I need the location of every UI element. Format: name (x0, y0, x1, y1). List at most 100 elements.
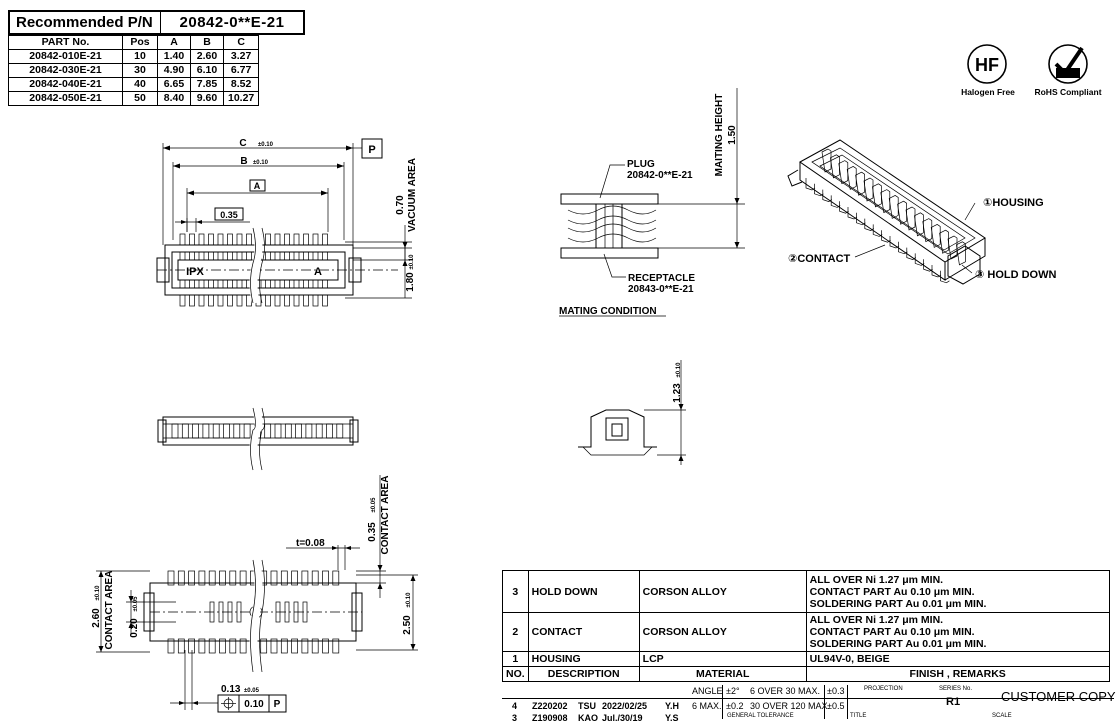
side-pin (305, 423, 313, 439)
bottom-pin (198, 294, 205, 307)
plug-plate (560, 193, 659, 205)
pad-top (198, 570, 206, 586)
side-view-long (157, 407, 359, 471)
isometric-connector: ①HOUSING ②CONTACT ③ HOLD DOWN (787, 139, 1056, 285)
iso-contact-b (931, 265, 942, 278)
side-pin (315, 423, 323, 439)
dim-b-tol: ±0.10 (253, 160, 269, 166)
mating-caption: MATING CONDITION (559, 306, 657, 317)
tol1-range: 6 OVER 30 MAX. (750, 686, 821, 696)
contact-slot (208, 251, 214, 261)
contact-slot (284, 251, 290, 261)
cell: 8.40 (157, 91, 191, 106)
dim-a-label: A (254, 181, 261, 191)
materials-table: 3 HOLD DOWN CORSON ALLOY ALL OVER Ni 1.2… (502, 570, 1110, 682)
cell: 4.90 (157, 63, 191, 78)
mat-material: LCP (638, 651, 807, 667)
pad-top (188, 570, 195, 586)
contact-slot (274, 251, 281, 261)
top-pin (179, 233, 186, 246)
general-tolerance: GENERAL TOLERANCE (727, 713, 794, 719)
recommended-pn-value: 20842-0**E-21 (179, 14, 285, 31)
iso-contact-a (956, 241, 966, 266)
bottom-pin (179, 294, 186, 307)
left-dim-tol: ±0.10 (95, 585, 101, 601)
iso-contact-a (855, 171, 865, 196)
iso-contact-b (906, 247, 916, 260)
pad-top (280, 570, 288, 586)
marking-ipx: IPX (186, 266, 204, 278)
mat-finish: ALL OVER Ni 1.27 μm MIN. CONTACT PART Au… (805, 612, 1110, 652)
datum-p-box (361, 138, 383, 159)
cell: 6.77 (222, 63, 260, 78)
mat-material: CORSON ALLOY (638, 570, 807, 613)
iso-contact-b (847, 207, 858, 220)
top-view: C ±0.10 P B ±0.10 A 0.35 IPX A (156, 138, 418, 307)
pad-top (291, 570, 298, 586)
iso-contact-b (881, 230, 891, 243)
fcf-value: 0.10 (244, 699, 264, 710)
rohs-badge: RoHS Compliant (1034, 44, 1102, 97)
side-pin (202, 423, 210, 439)
header-no: NO. (502, 666, 529, 682)
bottom-slot (209, 601, 215, 623)
contact-slot (189, 279, 195, 289)
contact-slot (227, 251, 233, 261)
materials-header: NO. DESCRIPTION MATERIAL FINISH , REMARK… (502, 666, 1110, 682)
top-pin (227, 233, 233, 246)
side-pin (336, 423, 344, 439)
rev4-by: TSU (578, 701, 596, 711)
rev3-chk: Y.S (665, 713, 679, 723)
pad-top (219, 570, 226, 586)
iso-contact-a (863, 177, 874, 202)
tol3-range: 30 OVER 120 MAX. (750, 701, 831, 711)
side-pin (233, 423, 241, 439)
contact-slot (322, 279, 328, 289)
contact-slot (312, 251, 319, 261)
finish-line: SOLDERING PART Au 0.01 μm MIN. (809, 638, 987, 650)
left-contact-label: CONTACT AREA (104, 571, 115, 650)
material-row-2: 2 CONTACT CORSON ALLOY ALL OVER Ni 1.27 … (502, 612, 1110, 652)
bottom-pin (265, 294, 271, 307)
fcf-datum: P (274, 699, 281, 710)
iso-contact-b (889, 236, 900, 249)
revision-block: ANGLE ±2° 6 OVER 30 MAX. ±0.3 PROJECTION… (502, 685, 1116, 723)
dim-b-label: B (240, 156, 247, 167)
hf-symbol: HF (975, 55, 999, 75)
rev3-date: Jul./30/19 (602, 713, 643, 723)
bottom-pin (293, 294, 300, 307)
bottom-slot (227, 601, 233, 623)
bottom-pin (303, 294, 309, 307)
top-pin (293, 233, 300, 246)
contact-slot (217, 279, 224, 289)
receptacle-label: RECEPTACLE (628, 273, 695, 284)
table-row: 20842-040E-21 40 6.65 7.85 8.52 (8, 77, 260, 92)
iso-contact-a (846, 165, 857, 190)
tol2-range: 6 MAX. (692, 701, 722, 711)
side-pin (171, 423, 179, 439)
plug-label: PLUG (627, 159, 655, 170)
contact-slot (293, 251, 300, 261)
datum-p-label: P (368, 144, 375, 156)
width-tol: ±0.10 (409, 254, 415, 270)
contact-slot (208, 279, 214, 289)
side-view-short: 1.23 ±0.10 (578, 360, 686, 465)
material-row-3: 3 HOLD DOWN CORSON ALLOY ALL OVER Ni 1.2… (502, 570, 1110, 613)
header-material: MATERIAL (638, 666, 807, 682)
cell: 3.27 (222, 49, 260, 64)
bottom-slot (284, 601, 290, 623)
pad-top (177, 570, 185, 586)
left-dim-value: 2.60 (91, 608, 102, 628)
short-height-value: 1.23 (672, 383, 683, 403)
contact-slot (198, 279, 205, 289)
bottom-pin (227, 294, 233, 307)
projection-label: PROJECTION (864, 686, 903, 692)
dim-c-tol: ±0.10 (258, 142, 274, 148)
rohs-plate (1056, 68, 1080, 78)
pad-bottom (167, 638, 175, 654)
iso-contact-b (822, 189, 832, 202)
iso-contact-b (898, 241, 908, 255)
pad-bottom (280, 638, 288, 654)
top-pin (322, 233, 328, 246)
